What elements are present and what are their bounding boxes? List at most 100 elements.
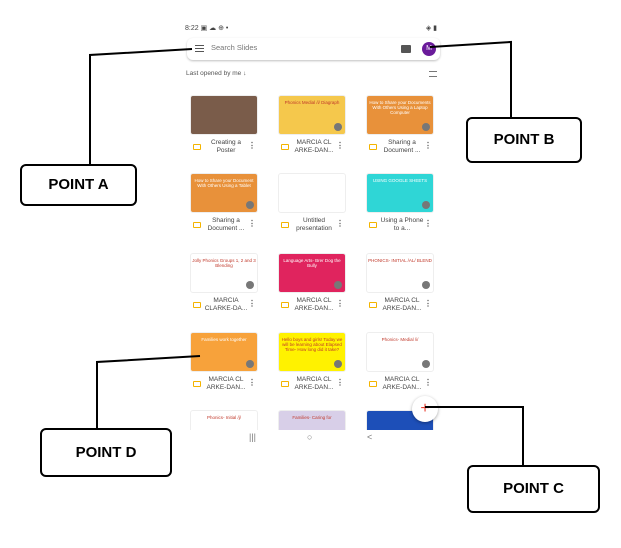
thumbnail-text: Hello boys and girls! Today we will be l… bbox=[281, 337, 343, 352]
file-title: MARCIA CL ARKE-DAN... bbox=[382, 376, 422, 391]
thumbnail-text: Phonics Medial /i/ Diagraph bbox=[284, 100, 340, 105]
file-tile[interactable]: USING GOOGLE SHEETS Using a Phone to a...… bbox=[366, 173, 434, 239]
file-title: Sharing a Document ... bbox=[207, 217, 245, 232]
file-thumbnail[interactable]: PHONICS- INITIAL /AL/ BLEND bbox=[366, 253, 434, 293]
more-options-icon[interactable]: ⋮ bbox=[248, 378, 256, 387]
thumbnail-text: USING GOOGLE SHEETS bbox=[372, 178, 428, 183]
callout-point-d: POINT D bbox=[40, 428, 172, 477]
more-options-icon[interactable]: ⋮ bbox=[248, 141, 256, 150]
file-title: MARCIA CL ARKE-DAN... bbox=[382, 297, 422, 312]
shared-icon bbox=[422, 201, 430, 209]
folder-icon[interactable] bbox=[401, 45, 411, 53]
shared-icon bbox=[334, 281, 342, 289]
nav-bar: ||| ○ < bbox=[183, 430, 443, 446]
callout-point-b: POINT B bbox=[466, 117, 582, 163]
slides-file-icon bbox=[281, 144, 289, 150]
file-tile[interactable]: Creating a Poster ⋮ bbox=[190, 95, 258, 161]
more-options-icon[interactable]: ⋮ bbox=[336, 141, 344, 150]
sort-dropdown[interactable]: Last opened by me ↓ bbox=[186, 70, 247, 77]
search-input[interactable]: Search Slides bbox=[211, 43, 258, 52]
recents-button[interactable]: ||| bbox=[249, 432, 257, 442]
file-thumbnail[interactable] bbox=[190, 95, 258, 135]
file-title: Sharing a Document ... bbox=[383, 139, 421, 154]
file-title: Untitled presentation bbox=[296, 217, 332, 232]
more-options-icon[interactable]: ⋮ bbox=[424, 378, 432, 387]
callout-point-a: POINT A bbox=[20, 164, 137, 206]
slides-file-icon bbox=[193, 144, 201, 150]
new-presentation-button[interactable]: + bbox=[412, 396, 438, 422]
shared-icon bbox=[246, 201, 254, 209]
slides-file-icon bbox=[193, 222, 201, 228]
file-tile[interactable]: Untitled presentation ⋮ bbox=[278, 173, 346, 239]
thumbnail-text: Phonics- Medial /i/ bbox=[381, 337, 419, 342]
file-title: Using a Phone to a... bbox=[380, 217, 424, 232]
file-title: MARCIA CL ARKE-DAN... bbox=[294, 139, 334, 154]
file-tile[interactable]: Jolly Phonics Groups 1, 2 and 3 Blending… bbox=[190, 253, 258, 319]
file-thumbnail[interactable]: How to Share your Document With Others U… bbox=[190, 173, 258, 213]
more-options-icon[interactable]: ⋮ bbox=[424, 299, 432, 308]
status-icons: ▣ ☁ ⊕ • bbox=[200, 25, 229, 32]
avatar[interactable]: M bbox=[422, 42, 436, 56]
thumbnail-text: Jolly Phonics Groups 1, 2 and 3 Blending bbox=[192, 258, 256, 268]
phone-screen: 8:22 ▣ ☁ ⊕ • ◈ ▮ Search Slides M Last op… bbox=[183, 20, 443, 446]
file-tile[interactable]: How to Share your Document With Others U… bbox=[190, 173, 258, 239]
file-title: MARCIA CL ARKE-DAN... bbox=[294, 297, 334, 312]
more-options-icon[interactable]: ⋮ bbox=[336, 219, 344, 228]
file-tile[interactable]: How to Share your Documents With Others … bbox=[366, 95, 434, 161]
callout-point-c: POINT C bbox=[467, 465, 600, 513]
status-bar-right: ◈ ▮ bbox=[425, 25, 437, 32]
file-thumbnail[interactable]: Families work together bbox=[190, 332, 258, 372]
shared-icon bbox=[246, 360, 254, 368]
file-title: MARCIA CL ARKE-DAN... bbox=[206, 376, 246, 391]
file-title: MARCIA CLARKE-DA... bbox=[204, 297, 248, 312]
file-thumbnail[interactable]: USING GOOGLE SHEETS bbox=[366, 173, 434, 213]
shared-icon bbox=[246, 281, 254, 289]
more-options-icon[interactable]: ⋮ bbox=[248, 299, 256, 308]
thumbnail-text: How to Share your Document With Others U… bbox=[194, 178, 254, 188]
more-options-icon[interactable]: ⋮ bbox=[248, 219, 256, 228]
thumbnail-text: Phonics- Initial /j/ bbox=[206, 415, 241, 420]
slides-file-icon bbox=[369, 222, 377, 228]
thumbnail-text: Language Arts- Brer Dog the Bully bbox=[283, 258, 341, 268]
shared-icon bbox=[334, 123, 342, 131]
file-tile[interactable]: PHONICS- INITIAL /AL/ BLEND MARCIA CL ARK… bbox=[366, 253, 434, 319]
file-thumbnail[interactable]: Jolly Phonics Groups 1, 2 and 3 Blending bbox=[190, 253, 258, 293]
shared-icon bbox=[422, 123, 430, 131]
thumbnail-text: Families- Caring for bbox=[292, 415, 332, 420]
file-thumbnail[interactable]: Language Arts- Brer Dog the Bully bbox=[278, 253, 346, 293]
back-button[interactable]: < bbox=[367, 432, 373, 442]
shared-icon bbox=[422, 360, 430, 368]
file-thumbnail[interactable]: How to Share your Documents With Others … bbox=[366, 95, 434, 135]
slides-file-icon bbox=[193, 381, 201, 387]
home-button[interactable]: ○ bbox=[307, 432, 313, 442]
slides-file-icon bbox=[369, 144, 377, 150]
more-options-icon[interactable]: ⋮ bbox=[336, 299, 344, 308]
search-bar[interactable]: Search Slides M bbox=[187, 38, 440, 60]
slides-file-icon bbox=[281, 381, 289, 387]
shared-icon bbox=[334, 360, 342, 368]
slides-file-icon bbox=[369, 381, 377, 387]
thumbnail-text: PHONICS- INITIAL /AL/ BLEND bbox=[368, 258, 432, 263]
slides-file-icon bbox=[281, 222, 289, 228]
file-thumbnail[interactable] bbox=[278, 173, 346, 213]
file-thumbnail[interactable]: Phonics Medial /i/ Diagraph bbox=[278, 95, 346, 135]
status-time: 8:22 bbox=[185, 25, 199, 32]
thumbnail-text: Families work together bbox=[201, 337, 247, 342]
file-tile[interactable]: Phonics- Medial /i/MARCIA CL ARKE-DAN...… bbox=[366, 332, 434, 398]
file-title: MARCIA CL ARKE-DAN... bbox=[294, 376, 334, 391]
file-tile[interactable]: Hello boys and girls! Today we will be l… bbox=[278, 332, 346, 398]
slides-file-icon bbox=[369, 302, 377, 308]
file-thumbnail[interactable]: Phonics- Medial /i/ bbox=[366, 332, 434, 372]
file-thumbnail[interactable]: Hello boys and girls! Today we will be l… bbox=[278, 332, 346, 372]
hamburger-menu-icon[interactable] bbox=[195, 45, 204, 52]
more-options-icon[interactable]: ⋮ bbox=[336, 378, 344, 387]
list-view-icon[interactable] bbox=[429, 71, 437, 77]
shared-icon bbox=[422, 281, 430, 289]
more-options-icon[interactable]: ⋮ bbox=[424, 219, 432, 228]
file-title: Creating a Poster bbox=[211, 139, 241, 154]
more-options-icon[interactable]: ⋮ bbox=[424, 141, 432, 150]
